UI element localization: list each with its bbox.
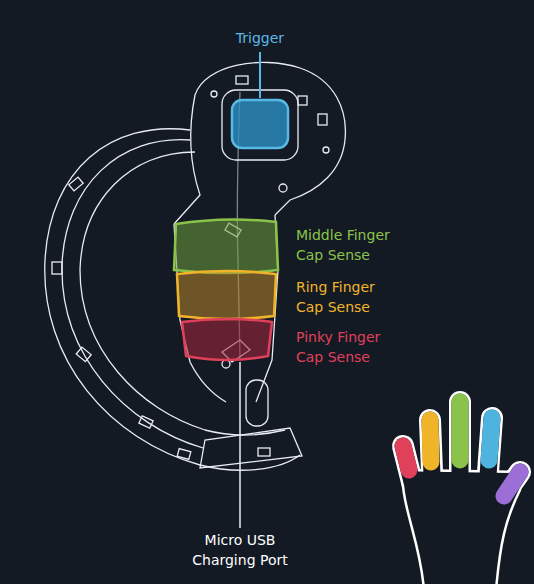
head-screw (279, 184, 287, 192)
ring-outer (45, 129, 300, 470)
ring-detail (76, 347, 91, 362)
palm-outline (402, 470, 520, 584)
leader-line (259, 52, 261, 98)
pinky-finger (403, 446, 409, 470)
ring-inner (80, 152, 285, 435)
ring-detail (177, 449, 191, 460)
finger-fill (430, 420, 432, 476)
head-outline (195, 62, 345, 215)
head-detail (298, 96, 307, 105)
finger-fill (452, 402, 469, 476)
controller-outline (45, 62, 346, 470)
grip-left-edge (174, 95, 200, 224)
ring-detail (258, 448, 270, 456)
finger-fill (502, 472, 520, 500)
ring-detail (52, 262, 62, 274)
head-detail (236, 76, 248, 84)
middle-finger-label: Middle Finger Cap Sense (296, 225, 398, 265)
hand-icon (402, 402, 520, 584)
finger-outline (430, 420, 432, 472)
head-screw (211, 91, 217, 97)
head-screw (323, 147, 329, 153)
pinky-finger-label: Pinky Finger Cap Sense (296, 327, 398, 367)
finger-fill (488, 418, 492, 476)
middle-finger-band (174, 219, 278, 273)
base-block (200, 428, 302, 468)
trigger-label: Trigger (210, 28, 310, 48)
index-finger (489, 418, 492, 460)
head-detail (318, 114, 327, 125)
ring-detail (139, 416, 153, 428)
pinky-finger-band (182, 319, 272, 360)
strap-loop (246, 380, 268, 426)
finger-fill (403, 446, 412, 482)
trigger-housing (222, 90, 298, 160)
middle-finger (452, 402, 469, 460)
ring-detail (69, 177, 83, 191)
usb-port-label: Micro USB Charging Port (184, 530, 296, 570)
thumb (504, 472, 520, 496)
ring-finger-band (177, 271, 276, 319)
trigger-highlight (232, 100, 288, 148)
finger-outline (403, 446, 412, 482)
ring-finger (430, 420, 431, 462)
ring-finger-label: Ring Finger Cap Sense (296, 277, 398, 317)
finger-outline (488, 418, 492, 472)
finger-outline (449, 402, 471, 470)
leader-line (239, 362, 241, 528)
